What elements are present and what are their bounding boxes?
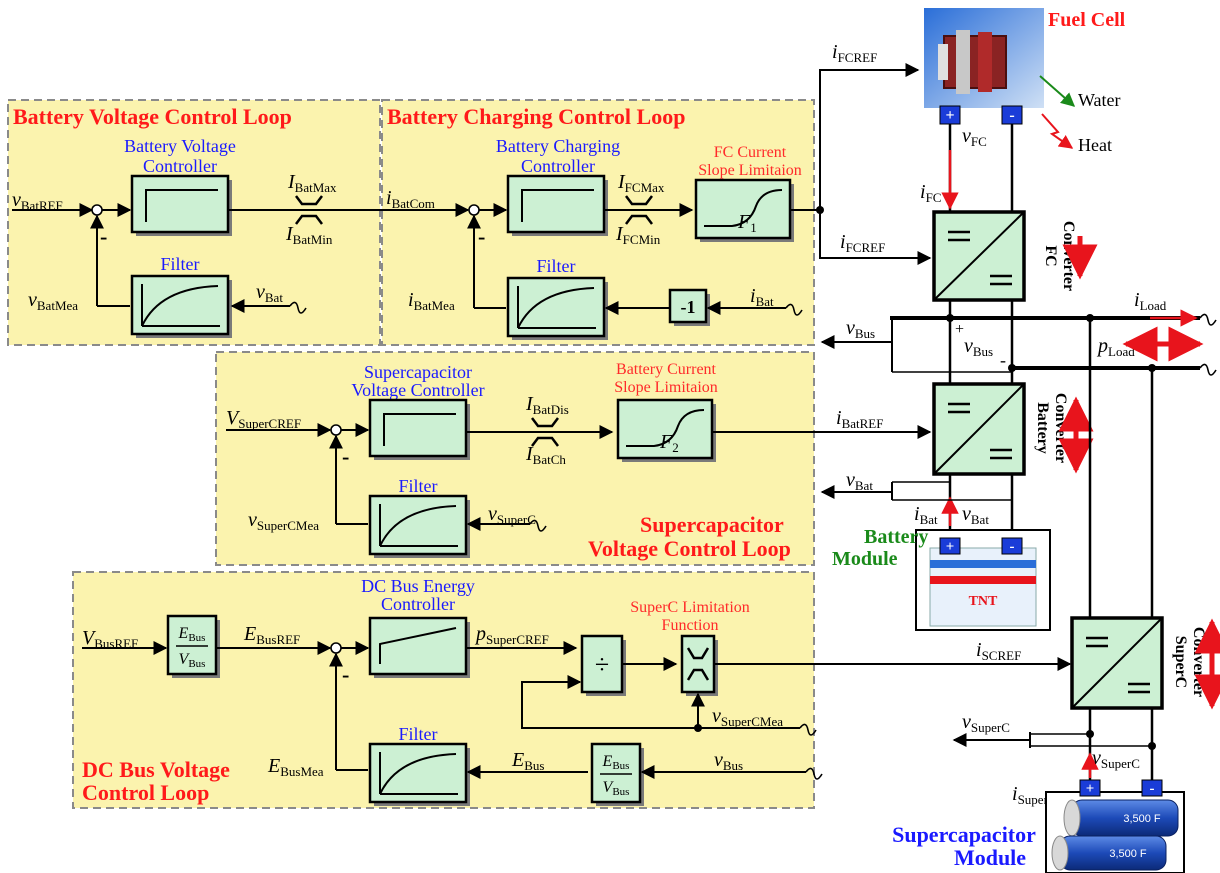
sig-i-fc: iFC bbox=[920, 181, 941, 205]
dc-controller-block bbox=[370, 618, 470, 678]
sig-i-fcref-top: iFCREF bbox=[832, 41, 877, 65]
superc-converter bbox=[1072, 618, 1162, 708]
bv-controller-block bbox=[132, 176, 232, 236]
fuel-cell-title: Fuel Cell bbox=[1048, 9, 1126, 31]
svg-text:+: + bbox=[1086, 781, 1095, 797]
bc-minus: - bbox=[478, 224, 485, 249]
bat-slope-title-1: Battery Current bbox=[616, 361, 717, 378]
bc-controller-title-2: Controller bbox=[521, 156, 595, 176]
battery-module-title-2: Module bbox=[832, 548, 898, 570]
bv-controller-title-2: Controller bbox=[143, 156, 217, 176]
bv-controller-title-1: Battery Voltage bbox=[124, 136, 236, 156]
sig-v-bat: vBat bbox=[962, 503, 989, 527]
sc-controller-title-2: Voltage Controller bbox=[351, 380, 484, 400]
sc-summing-junction bbox=[331, 425, 341, 435]
battery-module-title-1: Battery bbox=[864, 526, 928, 548]
bus-plus: + bbox=[955, 321, 964, 338]
sc-controller-block bbox=[370, 400, 470, 460]
bc-controller-block bbox=[508, 176, 608, 236]
sig-i-bat: iBat bbox=[914, 503, 938, 527]
battery-image: TNT bbox=[930, 548, 1036, 626]
bv-summing-junction bbox=[92, 205, 102, 215]
sc-minus: - bbox=[342, 444, 349, 469]
svg-text:3,500 F: 3,500 F bbox=[1109, 848, 1147, 860]
fc-converter-label-2: Converter bbox=[1060, 221, 1077, 291]
dc-controller-title-2: Controller bbox=[381, 594, 455, 614]
battery-converter-label-1: Battery bbox=[1034, 402, 1051, 454]
sc-lim-title-1: SuperC Limitation bbox=[630, 599, 750, 616]
battery-converter-label-2: Converter bbox=[1052, 393, 1069, 463]
sig-v-bus-out: vBus bbox=[846, 317, 875, 341]
water-label: Water bbox=[1078, 90, 1121, 110]
bc-controller-title-1: Battery Charging bbox=[496, 136, 620, 156]
superc-converter-label-1: SuperC bbox=[1172, 636, 1189, 688]
sig-i-scref: iSCREF bbox=[976, 639, 1021, 663]
heat-arrow bbox=[1042, 114, 1072, 148]
fc-slope-title-1: FC Current bbox=[714, 144, 787, 161]
sig-v-superc: vSuperC bbox=[1092, 747, 1140, 771]
bv-minus: - bbox=[100, 224, 107, 249]
title-battery-charging-loop: Battery Charging Control Loop bbox=[387, 104, 685, 129]
water-arrow bbox=[1040, 76, 1074, 106]
svg-text:-1: -1 bbox=[681, 297, 696, 317]
dc-minus: - bbox=[342, 662, 349, 687]
title-battery-voltage-loop: Battery Voltage Control Loop bbox=[13, 104, 292, 129]
supercap-module-title-1: Supercapacitor bbox=[892, 822, 1036, 847]
fc-slope-title-2: Slope Limitaion bbox=[698, 162, 802, 179]
energy-calc-block-bottom: EBus VBus bbox=[592, 744, 644, 806]
bat-slope-title-2: Slope Limitaion bbox=[614, 379, 718, 396]
battery-converter bbox=[934, 384, 1024, 474]
bc-filter-block bbox=[508, 278, 608, 340]
bus-minus: - bbox=[1000, 350, 1006, 370]
svg-text:TNT: TNT bbox=[969, 594, 998, 609]
sig-v-fc: vFC bbox=[962, 125, 987, 149]
sig-v-superc-out: vSuperC bbox=[962, 711, 1010, 735]
sc-filter-title: Filter bbox=[399, 476, 438, 496]
dc-filter-title: Filter bbox=[399, 724, 438, 744]
title-supercap-loop-2: Voltage Control Loop bbox=[588, 536, 791, 561]
bat-slope-block: F2 bbox=[618, 400, 716, 462]
bv-filter-block bbox=[132, 276, 232, 338]
svg-text:+: + bbox=[946, 539, 955, 555]
dc-summing-junction bbox=[331, 643, 341, 653]
fc-converter-label-1: FC bbox=[1042, 245, 1059, 266]
sc-filter-block bbox=[370, 496, 470, 558]
superc-converter-label-2: Converter bbox=[1190, 627, 1207, 697]
sig-v-bat-out: vBat bbox=[846, 469, 873, 493]
fc-converter bbox=[934, 212, 1024, 300]
svg-text:-: - bbox=[1010, 539, 1015, 555]
sc-lim-title-2: Function bbox=[662, 617, 719, 634]
fc-slope-block: F1 bbox=[696, 180, 794, 242]
bc-filter-title: Filter bbox=[537, 256, 576, 276]
svg-text:-: - bbox=[1009, 107, 1014, 124]
dc-controller-title-1: DC Bus Energy bbox=[361, 576, 475, 596]
title-dcbus-loop-2: Control Loop bbox=[82, 780, 209, 805]
title-supercap-loop-1: Supercapacitor bbox=[640, 512, 784, 537]
svg-text:÷: ÷ bbox=[595, 650, 609, 679]
supercap-image: 3,500 F 3,500 F bbox=[1052, 800, 1178, 870]
sig-i-batref: iBatREF bbox=[836, 407, 883, 431]
divide-block: ÷ bbox=[582, 636, 626, 696]
fuel-cell-image bbox=[924, 8, 1044, 108]
energy-calc-block-top: EBus VBus bbox=[168, 616, 220, 678]
heat-label: Heat bbox=[1078, 135, 1112, 155]
title-dcbus-loop-1: DC Bus Voltage bbox=[82, 757, 230, 782]
sc-limit-block bbox=[682, 636, 718, 696]
sig-p-load: pLoad bbox=[1096, 335, 1135, 359]
supercap-module-title-2: Module bbox=[954, 845, 1026, 870]
svg-text:-: - bbox=[1150, 781, 1155, 797]
bv-filter-title: Filter bbox=[161, 254, 200, 274]
neg-one-block: -1 bbox=[670, 290, 710, 326]
svg-text:3,500 F: 3,500 F bbox=[1123, 813, 1161, 825]
sig-v-bus-meas: vBus bbox=[964, 335, 993, 359]
sig-i-load: iLoad bbox=[1134, 289, 1167, 313]
dc-filter-block bbox=[370, 744, 470, 806]
sc-controller-title-1: Supercapacitor bbox=[364, 362, 472, 382]
bc-summing-junction bbox=[469, 205, 479, 215]
svg-text:+: + bbox=[945, 107, 954, 124]
sig-i-fcref: iFCREF bbox=[840, 231, 885, 255]
